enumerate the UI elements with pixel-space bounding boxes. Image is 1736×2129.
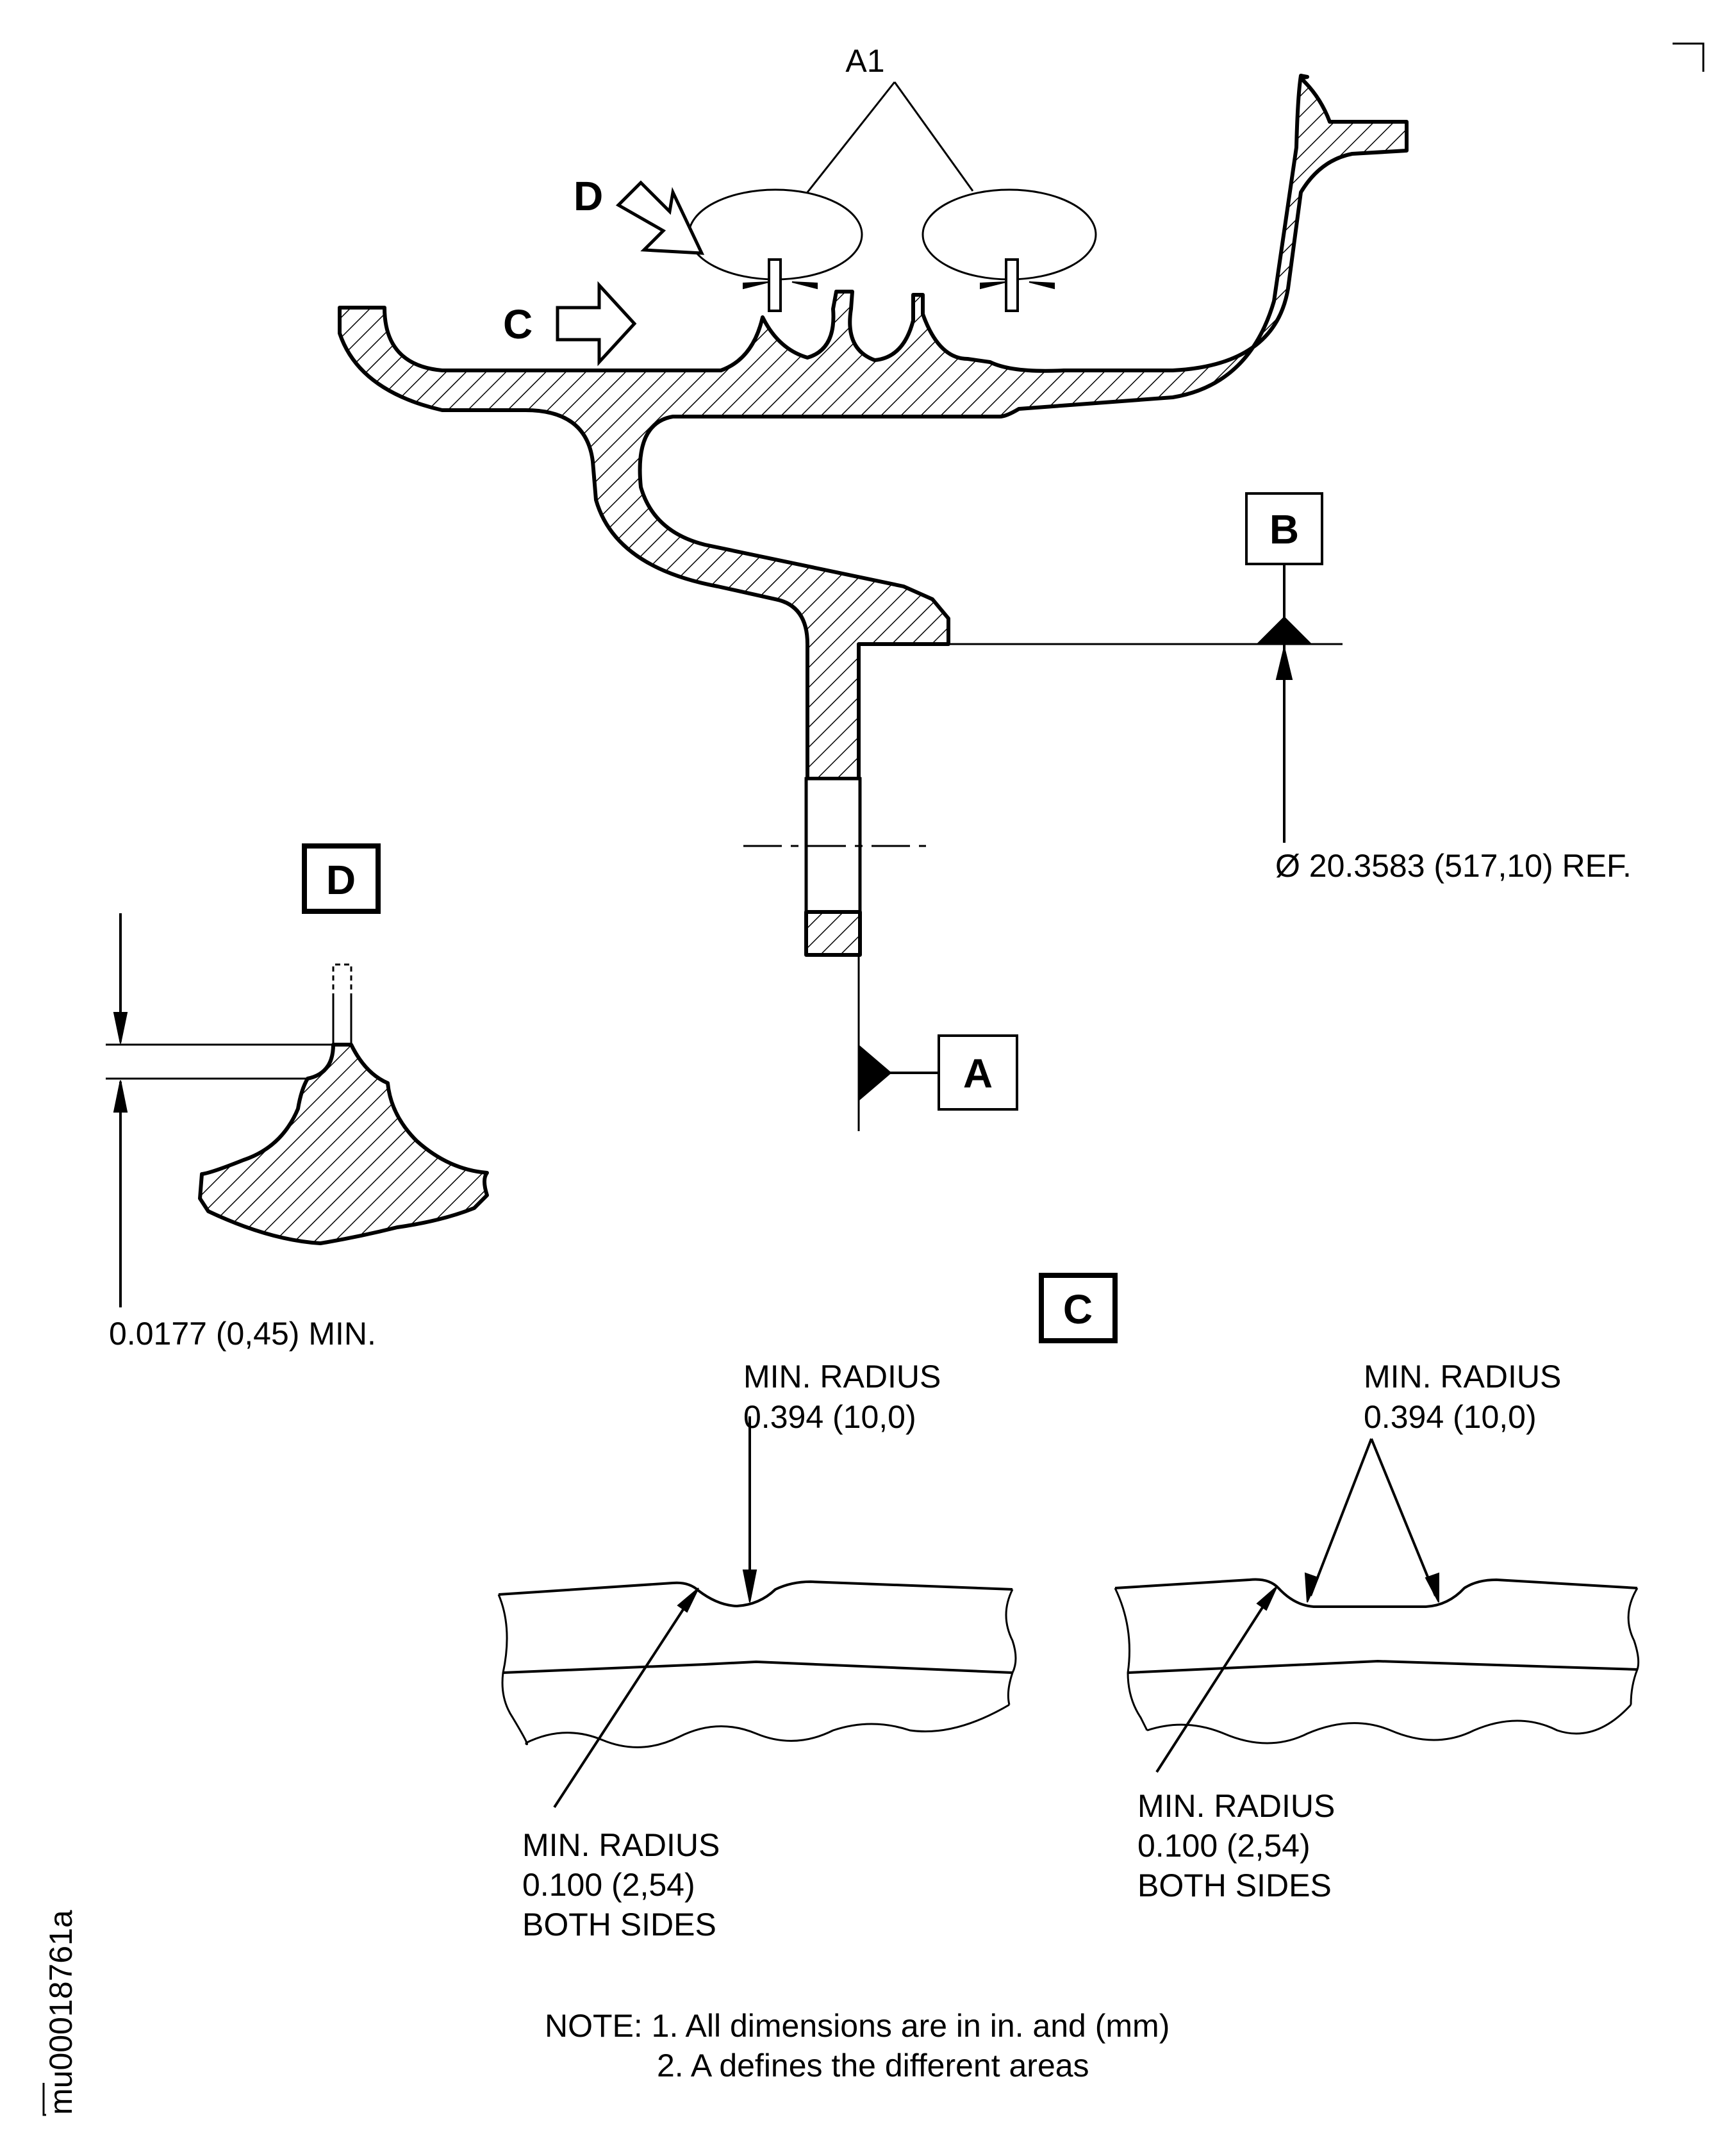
fin-width-arrow-left-1 xyxy=(743,281,770,290)
view-c-right-top-arrow-left xyxy=(1304,1572,1319,1603)
fin-right xyxy=(1005,258,1019,312)
view-d-arrow xyxy=(615,180,705,255)
view-d-fin xyxy=(332,998,352,1045)
note-line-1: NOTE: 1. All dimensions are in in. and (… xyxy=(545,2008,1170,2044)
figure-id: mu00018761a xyxy=(43,1910,79,2115)
diameter-reference-text: Ø 20.3583 (517,10) REF. xyxy=(1275,848,1632,884)
view-c-right-bottom-callout-2: 0.100 (2,54) xyxy=(1137,1828,1310,1864)
view-c-right-top-leader-right xyxy=(1370,1438,1437,1596)
view-c-left-bottom-arrow xyxy=(677,1587,699,1613)
view-d-title: D xyxy=(326,857,356,903)
view-c-right-profile xyxy=(1114,1578,1640,1744)
view-c-left-bottom-leader xyxy=(553,1595,693,1809)
view-d-dim-arrow-lower xyxy=(113,1080,128,1113)
datum-a-label: A xyxy=(963,1050,993,1097)
a1-leader-right xyxy=(893,81,974,192)
view-c-right-top-callout-1: MIN. RADIUS xyxy=(1364,1359,1561,1395)
view-c-detail: C MIN. RADIUS 0.394 (10,0) MIN. RADIUS 0… xyxy=(497,1273,1640,1943)
view-c-left-top-callout-2: 0.394 (10,0) xyxy=(743,1399,916,1435)
view-c-arrow xyxy=(556,281,637,367)
view-c-left-bottom-callout-2: 0.100 (2,54) xyxy=(522,1867,695,1903)
view-d-title-box xyxy=(302,843,381,914)
view-c-right-top-callout-2: 0.394 (10,0) xyxy=(1364,1399,1537,1435)
main-section: A1 D C B Ø 20.3583 (517,10) REF. A xyxy=(338,43,1632,1131)
fin-left xyxy=(768,258,782,312)
part-cross-section xyxy=(338,74,1409,781)
datum-b-triangle xyxy=(1255,616,1313,645)
view-c-right-top-arrow-right xyxy=(1425,1572,1439,1603)
fin-width-arrow-left-2 xyxy=(791,281,818,290)
note-line-2: 2. A defines the different areas xyxy=(657,2048,1089,2083)
view-d-detail: D 0.0177 (0,45) MIN. xyxy=(106,843,489,1352)
view-c-left-top-callout-1: MIN. RADIUS xyxy=(743,1359,941,1395)
view-c-right-bottom-arrow xyxy=(1256,1586,1278,1611)
corner-mark xyxy=(1673,42,1705,72)
fin-width-arrow-right-2 xyxy=(1029,281,1055,290)
flange-tip xyxy=(804,910,862,957)
a1-leader-left xyxy=(806,81,896,193)
view-c-left-profile xyxy=(497,1580,1017,1748)
figure-id-mark xyxy=(42,2083,46,2116)
arrow-label-d: D xyxy=(574,173,603,219)
view-c-right-bottom-leader xyxy=(1155,1591,1273,1773)
view-c-right-bottom-callout-1: MIN. RADIUS xyxy=(1137,1788,1335,1824)
view-d-fin-tip xyxy=(332,963,352,998)
label-a1: A1 xyxy=(845,43,884,79)
datum-b-box xyxy=(1245,492,1323,565)
view-d-dim-arrow-upper xyxy=(113,1012,128,1044)
datum-a-triangle xyxy=(859,1045,892,1101)
view-c-left-top-arrow xyxy=(742,1570,757,1603)
arrow-label-c: C xyxy=(503,301,533,347)
view-c-left-bottom-callout-3: BOTH SIDES xyxy=(522,1907,716,1943)
view-c-right-bottom-callout-3: BOTH SIDES xyxy=(1137,1868,1332,1903)
view-d-dimension-text: 0.0177 (0,45) MIN. xyxy=(109,1316,376,1352)
fin-width-arrow-right-1 xyxy=(980,281,1007,290)
view-c-left-bottom-callout-1: MIN. RADIUS xyxy=(522,1827,720,1863)
view-c-right-top-leader-left xyxy=(1309,1438,1373,1596)
view-c-title: C xyxy=(1063,1286,1093,1332)
datum-b-label: B xyxy=(1269,506,1299,552)
view-c-title-box xyxy=(1039,1273,1118,1343)
view-d-section xyxy=(198,1043,489,1245)
diameter-arrow xyxy=(1275,647,1293,680)
datum-a-box xyxy=(938,1034,1018,1111)
